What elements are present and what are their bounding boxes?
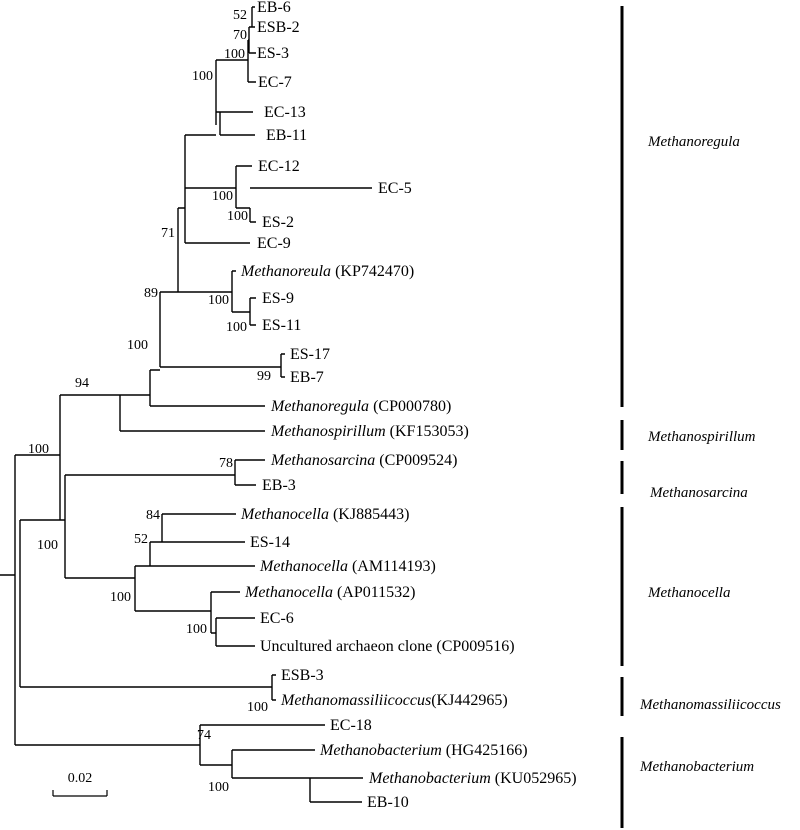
leaf-methanocella-am114193: Methanocella (AM114193) — [259, 558, 436, 575]
branches-methanoregula-outer — [119, 369, 265, 432]
leaf-es17: ES-17 — [290, 346, 330, 363]
leaf-es11: ES-11 — [262, 317, 301, 334]
group-label-methanospirillum: Methanospirillum — [647, 429, 756, 445]
leaf-methanomassiliicoccus-kj442965: Methanomassiliicoccus(KJ442965) — [280, 692, 508, 709]
group-labels: Methanoregula Methanospirillum Methanosa… — [639, 134, 781, 775]
leaf-labels: EB-6 ESB-2 ES-3 EC-7 EC-13 EB-11 EC-12 E… — [240, 0, 577, 811]
bootstrap-value: 100 — [212, 189, 233, 204]
leaf-esb2: ESB-2 — [257, 19, 300, 36]
bootstrap-value: 52 — [233, 8, 247, 23]
group-label-methanocella: Methanocella — [647, 585, 730, 601]
leaf-ec5: EC-5 — [378, 180, 412, 197]
bootstrap-value: 94 — [75, 376, 89, 391]
group-label-methanobacterium: Methanobacterium — [639, 759, 754, 775]
bootstrap-value: 100 — [186, 622, 207, 637]
group-label-methanomassiliicoccus: Methanomassiliicoccus — [639, 697, 781, 713]
leaf-es2: ES-2 — [262, 214, 294, 231]
scale-bar: 0.02 — [52, 771, 108, 797]
bootstrap-value: 52 — [134, 532, 148, 547]
group-label-methanoregula: Methanoregula — [647, 134, 740, 150]
leaf-methanobacterium-hg425166: Methanobacterium (HG425166) — [319, 742, 528, 759]
branches-methanosarcina — [64, 459, 265, 579]
leaf-uncultured-cp009516: Uncultured archaeon clone (CP009516) — [260, 638, 515, 655]
leaf-ec7: EC-7 — [258, 74, 292, 91]
bootstrap-value: 100 — [192, 69, 213, 84]
leaf-esb3: ESB-3 — [281, 667, 324, 684]
leaf-ec13: EC-13 — [264, 104, 306, 121]
leaf-ec6: EC-6 — [260, 610, 294, 627]
bootstrap-value: 99 — [257, 369, 271, 384]
leaf-ec18: EC-18 — [330, 717, 372, 734]
branches-methanobacterium — [199, 724, 363, 803]
bootstrap-values: 52 70 100 100 100 100 71 89 100 100 100 … — [28, 8, 271, 795]
bootstrap-value: 89 — [144, 286, 158, 301]
bootstrap-value: 100 — [110, 590, 131, 605]
leaf-eb11: EB-11 — [266, 127, 307, 144]
leaf-ec9: EC-9 — [257, 235, 291, 252]
leaf-eb10: EB-10 — [367, 794, 409, 811]
bootstrap-value: 78 — [219, 456, 233, 471]
leaf-methanospirillum-kf153053: Methanospirillum (KF153053) — [270, 423, 469, 440]
leaf-es14: ES-14 — [250, 534, 290, 551]
branches-archaea-main — [20, 394, 120, 521]
bootstrap-value: 100 — [224, 47, 245, 62]
branches-methanocella — [134, 513, 255, 612]
group-label-methanosarcina: Methanosarcina — [649, 485, 748, 501]
bootstrap-value: 100 — [127, 338, 148, 353]
bootstrap-value: 100 — [37, 538, 58, 553]
branches-root — [0, 454, 200, 746]
leaf-methanocella-kj885443: Methanocella (KJ885443) — [240, 506, 409, 523]
leaf-es3: ES-3 — [257, 45, 289, 62]
leaf-eb7: EB-7 — [290, 369, 324, 386]
branches-methanocella-2 — [210, 591, 255, 647]
tree-branches — [0, 6, 372, 803]
branches-ec-clade — [184, 134, 372, 244]
branches-methanomassiliicoccus — [19, 520, 276, 701]
leaf-methanoreula-kp742470: Methanoreula (KP742470) — [240, 263, 414, 280]
branches-methanoregula-inner — [159, 207, 285, 378]
branches-top-clade — [215, 6, 256, 136]
leaf-eb3: EB-3 — [262, 477, 296, 494]
bootstrap-value: 71 — [161, 226, 175, 241]
bootstrap-value: 100 — [208, 293, 229, 308]
bootstrap-value: 100 — [227, 209, 248, 224]
leaf-ec12: EC-12 — [258, 158, 300, 175]
leaf-methanocella-ap011532: Methanocella (AP011532) — [244, 584, 415, 601]
leaf-methanosarcina-cp009524: Methanosarcina (CP009524) — [270, 452, 458, 469]
branches-methanoreula-clade — [231, 270, 256, 326]
bootstrap-value: 100 — [28, 442, 49, 457]
bootstrap-value: 100 — [247, 700, 268, 715]
bootstrap-value: 100 — [208, 780, 229, 795]
leaf-methanobacterium-ku052965: Methanobacterium (KU052965) — [368, 770, 577, 787]
bootstrap-value: 100 — [226, 320, 247, 335]
bootstrap-value: 70 — [233, 28, 247, 43]
bootstrap-value: 84 — [146, 508, 160, 523]
leaf-methanoregula-cp000780: Methanoregula (CP000780) — [270, 398, 451, 415]
leaf-eb6: EB-6 — [257, 0, 291, 16]
bootstrap-value: 74 — [197, 728, 211, 743]
scale-bar-label: 0.02 — [68, 771, 93, 786]
leaf-es9: ES-9 — [262, 290, 294, 307]
